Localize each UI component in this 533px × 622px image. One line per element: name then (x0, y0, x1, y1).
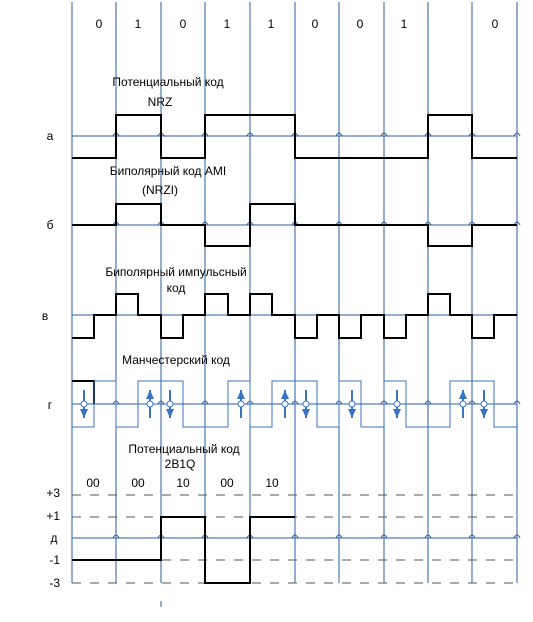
arrow-origin (237, 400, 245, 408)
bit-pair-3: 10 (176, 476, 190, 490)
crossing-mark (380, 132, 388, 137)
arrow-down-icon (393, 390, 401, 418)
arrow-head (166, 409, 174, 418)
nrz-signal (72, 114, 517, 159)
imp-title: Биполярный импульсный (105, 265, 246, 279)
arrow-head (146, 390, 154, 399)
bit-label-1: 0 (96, 17, 103, 31)
arrow-head (459, 390, 467, 399)
bit-label-2: 1 (135, 17, 142, 31)
arrow-origin (393, 400, 401, 408)
bit-label-7: 0 (357, 17, 364, 31)
arrow-down-icon (302, 390, 310, 418)
crossing-mark (291, 400, 299, 405)
arrow-head (302, 409, 310, 418)
arrow-down-icon (80, 390, 88, 418)
imp-subtitle: код (167, 281, 186, 295)
nrz-subtitle: NRZ (148, 95, 173, 109)
arrow-head (80, 409, 88, 418)
arrow-head (281, 390, 289, 399)
ami-subtitle: (NRZI) (142, 183, 178, 197)
bipolar-pulse-signal (72, 293, 517, 339)
level-minus-3: -3 (49, 576, 60, 590)
arrow-head (237, 390, 245, 399)
crossing-mark (513, 400, 521, 405)
bit-label-4: 1 (224, 17, 231, 31)
crossing-mark (380, 534, 388, 539)
manchester-signal (72, 380, 517, 428)
crossing-mark (468, 400, 476, 405)
row-label-d: д (50, 531, 57, 545)
arrow-origin (348, 400, 356, 408)
bit-label-3: 0 (180, 17, 187, 31)
row-label-g: г (48, 398, 53, 412)
level-plus-3: +3 (46, 486, 60, 500)
arrow-origin (146, 400, 154, 408)
arrow-up-icon (459, 390, 467, 418)
bit-pair-2: 00 (131, 476, 145, 490)
bit-label-9: 0 (492, 17, 499, 31)
arrow-origin (302, 400, 310, 408)
crossing-mark (513, 534, 521, 539)
row-label-b: б (47, 218, 54, 232)
manchester-title: Манчестерский код (122, 353, 230, 367)
row-label-v: в (42, 309, 48, 323)
row-labels: а б в г д (42, 129, 58, 545)
b2b1q-title: Потенциальный код (128, 442, 239, 456)
arrow-down-icon (348, 390, 356, 418)
crossing-mark (424, 400, 432, 405)
crossing-mark (201, 400, 209, 405)
bit-pair-4: 00 (220, 476, 234, 490)
crossing-mark (112, 534, 120, 539)
arrow-down-icon (480, 390, 488, 418)
bit-label-8: 1 (401, 17, 408, 31)
ami-signal (72, 203, 517, 247)
level-plus-1: +1 (46, 509, 60, 523)
bit-pair-5: 10 (265, 476, 279, 490)
arrow-head (348, 409, 356, 418)
arrow-up-icon (237, 390, 245, 418)
bit-grid (71, 2, 518, 607)
level-labels: +3 +1 -1 -3 (46, 486, 60, 590)
crossing-mark (291, 534, 299, 539)
crossing-mark (513, 132, 521, 137)
arrow-head (480, 409, 488, 418)
arrow-up-icon (281, 390, 289, 418)
arrow-up-icon (146, 390, 154, 418)
crossing-mark (335, 132, 343, 137)
bit-labels: 0 1 0 1 1 0 0 1 0 (96, 17, 499, 31)
bit-label-5: 1 (268, 17, 275, 31)
arrow-origin (166, 400, 174, 408)
arrow-head (393, 409, 401, 418)
crossing-mark (246, 132, 254, 137)
arrow-origin (281, 400, 289, 408)
bit-pair-1: 00 (86, 476, 100, 490)
arrow-origin (480, 400, 488, 408)
arrow-origin (80, 400, 88, 408)
arrow-origin (459, 400, 467, 408)
section-titles: Потенциальный код NRZ Биполярный код AMI… (105, 75, 246, 471)
ami-title: Биполярный код AMI (110, 164, 226, 178)
nrz-title: Потенциальный код (112, 75, 223, 89)
b2b1q-subtitle: 2B1Q (165, 457, 196, 471)
crossing-mark (335, 534, 343, 539)
arrow-down-icon (166, 390, 174, 418)
crossing-mark (468, 534, 476, 539)
row-label-a: а (47, 129, 54, 143)
2b1q-signal (72, 516, 295, 584)
bit-label-6: 0 (312, 17, 319, 31)
bit-pairs: 00 00 10 00 10 (86, 476, 279, 490)
crossing-mark (157, 400, 165, 405)
crossing-mark (424, 534, 432, 539)
signals (72, 114, 517, 584)
level-minus-1: -1 (49, 553, 60, 567)
